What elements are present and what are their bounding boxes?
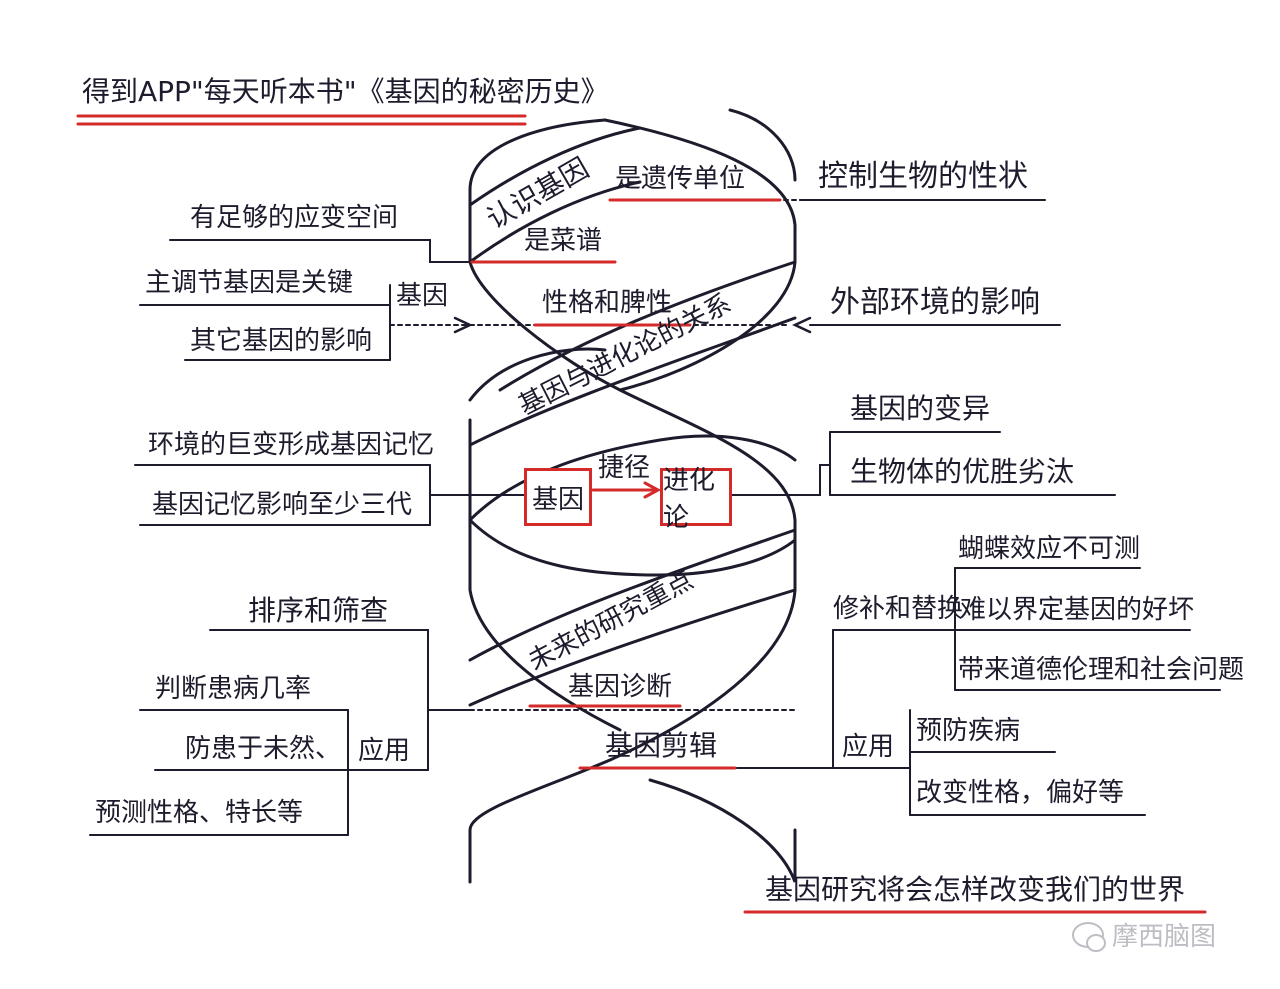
watermark-text: 摩西脑图 [1112, 922, 1217, 952]
center-node: 是菜谱 [524, 226, 603, 256]
branch-label: 应用 [358, 736, 411, 766]
branch-node: 其它基因的影响 [190, 326, 373, 356]
branch-node: 基因记忆影响至少三代 [152, 490, 413, 520]
footer-question: 基因研究将会怎样改变我们的世界 [765, 873, 1186, 906]
wechat-icon [1072, 921, 1106, 952]
band3-top [468, 528, 797, 662]
center-node: 基因诊断 [568, 672, 673, 702]
branch-label: 基因 [396, 281, 449, 311]
branch-node: 难以界定基因的好坏 [960, 595, 1195, 625]
branch-node: 排序和筛查 [248, 594, 389, 627]
branch-node: 有足够的应变空间 [190, 203, 399, 233]
watermark: 摩西脑图 [1072, 916, 1216, 953]
branch-label: 应用 [842, 732, 895, 762]
band1-top [468, 126, 642, 207]
branch-label: 修补和替换 [833, 594, 964, 624]
band2-top [498, 260, 797, 392]
arrow-label: 捷径 [598, 453, 651, 483]
branch-node: 环境的巨变形成基因记忆 [148, 430, 435, 460]
branch-node: 蝴蝶效应不可测 [958, 534, 1141, 564]
center-node: 基因剪辑 [605, 729, 718, 762]
branch-node: 主调节基因是关键 [145, 268, 354, 298]
band3-bottom [468, 588, 797, 707]
branch-node: 生物体的优胜劣汰 [850, 455, 1075, 488]
band1-bottom [468, 180, 642, 264]
helix-strand-f [728, 108, 797, 182]
center-node: 是遗传单位 [615, 164, 746, 194]
gene-box: 基因 [524, 468, 592, 526]
branch-node: 基因的变异 [850, 392, 991, 425]
branch-node: 预防疾病 [916, 716, 1021, 746]
branch-node: 预测性格、特长等 [95, 798, 304, 828]
band2-bottom [468, 316, 797, 447]
page-title: 得到APP"每天听本书"《基因的秘密历史》 [82, 75, 609, 108]
helix-strand-left [468, 118, 607, 192]
branch-node: 判断患病几率 [155, 674, 312, 704]
center-node: 性格和脾性 [542, 288, 673, 318]
helix-strand-c [468, 347, 607, 402]
branch-node: 控制生物的性状 [818, 159, 1028, 194]
helix-strand-d [468, 418, 622, 732]
helix-strand-e [648, 778, 797, 883]
branch-node: 防患于未然、 [185, 734, 342, 764]
branch-node: 改变性格，偏好等 [916, 778, 1125, 808]
evolution-box: 进化论 [660, 466, 732, 533]
branch-node: 带来道德伦理和社会问题 [958, 655, 1245, 685]
branch-node: 外部环境的影响 [830, 285, 1040, 320]
helix-strand-b [603, 118, 797, 392]
